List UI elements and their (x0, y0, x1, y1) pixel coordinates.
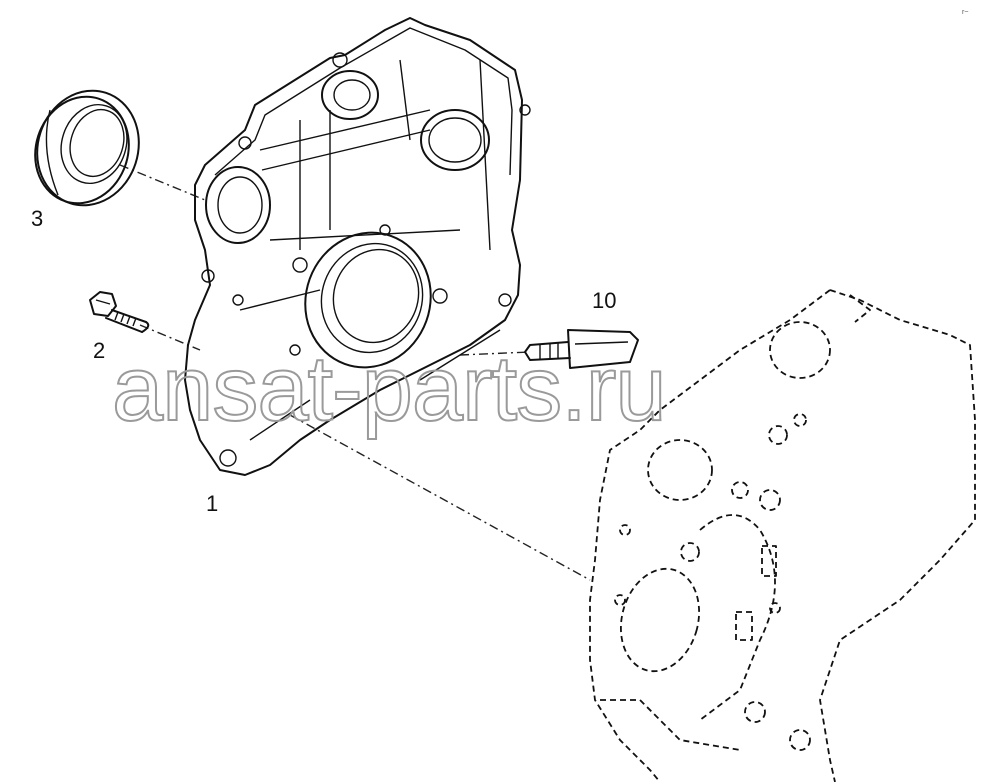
callout-10: 10 (592, 288, 616, 313)
timing-cover-part (184, 17, 531, 476)
assembly-centerlines (119, 164, 591, 581)
oil-seal-part (34, 89, 140, 207)
corner-mark: r~ (962, 9, 968, 16)
callout-3: 3 (31, 206, 43, 231)
engine-block-part (589, 289, 976, 782)
bolt-part (89, 291, 150, 333)
callout-2: 2 (93, 338, 105, 363)
watermark-text: ansat-parts.ru (112, 338, 666, 440)
sensor-part (524, 329, 639, 369)
callout-1: 1 (206, 491, 218, 516)
